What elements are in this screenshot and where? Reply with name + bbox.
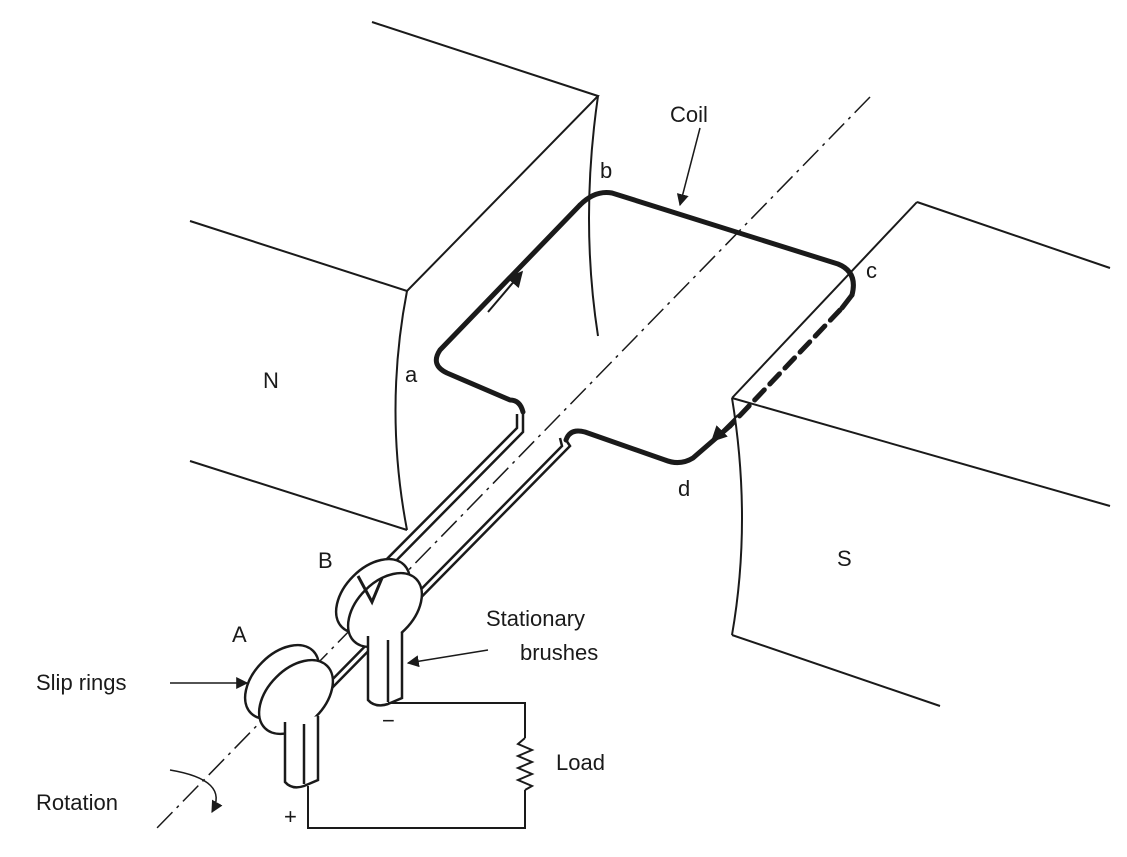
- stationary-label: Stationary: [486, 606, 585, 631]
- load-resistor: [515, 737, 535, 791]
- south-pole: [731, 201, 1111, 707]
- coil-bottom-d: [563, 423, 733, 466]
- north-pole-bottom-edge: [189, 460, 408, 531]
- coil: [433, 190, 856, 466]
- brush-a: [283, 716, 320, 789]
- negative-terminal-label: −: [382, 708, 395, 733]
- coil-label: Coil: [670, 102, 708, 127]
- coil-side-ab: [433, 202, 583, 415]
- positive-terminal-label: +: [284, 804, 297, 829]
- slip-ring-b-lead: [356, 575, 384, 606]
- point-c-label: c: [866, 258, 877, 283]
- slip-ring-b: [334, 557, 424, 649]
- coil-label-arrow-icon: [676, 127, 701, 207]
- south-pole-left-edge: [731, 201, 918, 399]
- south-pole-mid-edge: [731, 397, 1111, 507]
- brushes-label: brushes: [520, 640, 598, 665]
- load-circuit: [307, 702, 535, 829]
- rotation-label: Rotation: [36, 790, 118, 815]
- north-pole: [189, 21, 600, 531]
- slip-ring-a: [243, 643, 335, 736]
- brushes-arrow-icon: [406, 649, 489, 668]
- point-d-label: d: [678, 476, 690, 501]
- south-pole-face-curve: [731, 397, 743, 636]
- rotation-axis: [156, 96, 871, 829]
- circuit-wire-bottom: [307, 786, 526, 829]
- point-a-label: a: [405, 362, 418, 387]
- current-arrow-cd-icon: [710, 414, 739, 443]
- ring-a-label: A: [232, 622, 247, 647]
- south-pole-top-edge: [916, 201, 1111, 269]
- coil-top-bc: [577, 190, 856, 298]
- slip-rings-label: Slip rings: [36, 670, 126, 695]
- brush-b: [366, 632, 404, 707]
- coil-side-cd-hidden: [727, 307, 843, 429]
- ring-b-label: B: [318, 548, 333, 573]
- point-b-label: b: [600, 158, 612, 183]
- circuit-wire-top: [388, 702, 526, 738]
- south-pole-bottom-edge: [731, 634, 941, 707]
- north-pole-label: N: [263, 368, 279, 393]
- load-label: Load: [556, 750, 605, 775]
- north-pole-top-face: [189, 21, 600, 293]
- north-pole-face-upper: [588, 95, 599, 337]
- coil-side-c: [839, 292, 855, 311]
- north-pole-face-curve: [394, 290, 408, 531]
- south-pole-label: S: [837, 546, 852, 571]
- current-arrow-ab-icon: [487, 270, 524, 313]
- rotation-arrow-icon: [169, 769, 223, 814]
